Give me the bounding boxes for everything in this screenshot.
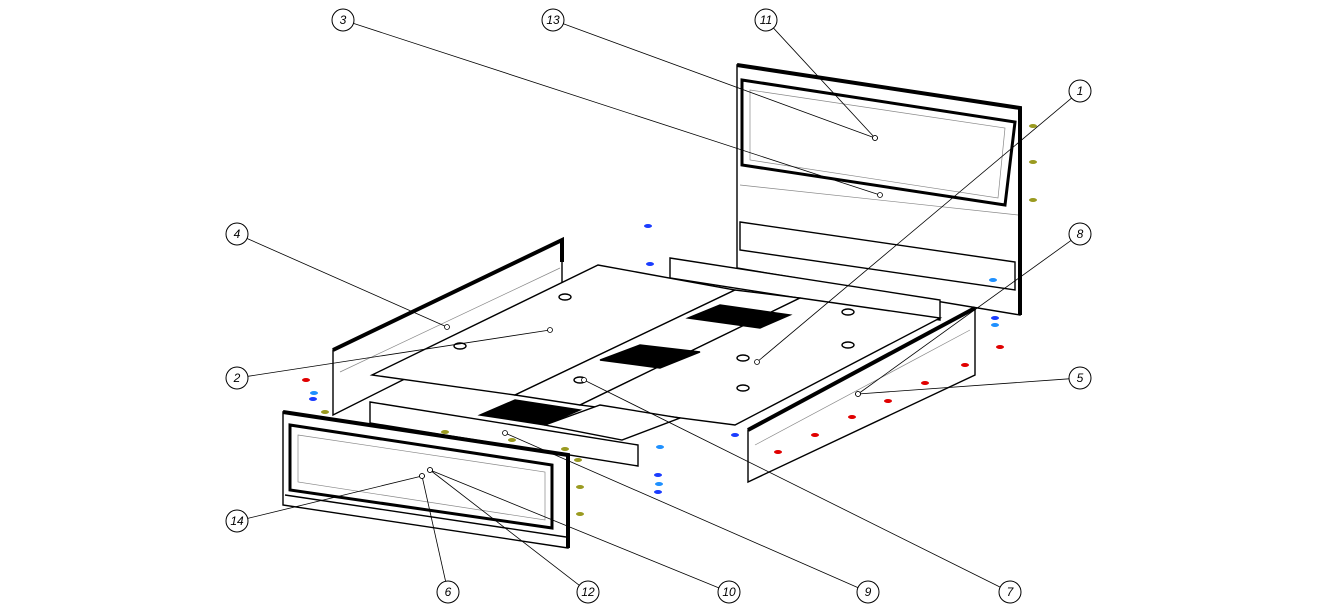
fastener-mark [310,391,318,395]
callout-number: 5 [1077,371,1084,385]
callout-number: 7 [1007,585,1015,599]
fastener-mark [441,430,449,434]
fasteners [302,124,1037,516]
fastener-mark [996,345,1004,349]
leader-tip [444,324,450,330]
footboard [282,410,570,549]
fastener-mark [576,512,584,516]
fastener-mark [654,490,662,494]
callout-bubble [1068,222,1092,246]
fastener-mark [561,447,569,451]
fastener-mark [884,399,892,403]
fastener-mark [811,433,819,437]
leader-line [429,469,580,586]
fastener-mark [989,278,997,282]
leader-line [756,97,1072,363]
leader-line [421,475,446,582]
leader-line [857,240,1072,395]
leader-line [773,27,876,139]
leader-tip [502,430,508,436]
callout-number: 1 [1077,84,1084,98]
callout-number: 6 [445,585,452,599]
callout-number: 9 [865,585,872,599]
leader-line [583,379,1001,588]
callout-bubble [331,8,355,32]
fastener-mark [991,316,999,320]
fastener-mark [508,438,516,442]
leader-tip [877,192,883,198]
callout-bubble [225,509,249,533]
callout-bubble [754,8,778,32]
fastener-mark [309,397,317,401]
fastener-mark [302,378,310,382]
callout-bubble [856,580,880,604]
callout-bubble [436,580,460,604]
fastener-mark [574,458,582,462]
fastener-mark [1029,160,1037,164]
leader-tip [754,359,760,365]
fastener-mark [1029,198,1037,202]
callout-number: 8 [1077,227,1084,241]
rear-rail [669,257,941,321]
fastener-mark [921,381,929,385]
leader-line [247,475,423,519]
leader-line [246,238,448,328]
leader-tip [855,391,861,397]
fastener-mark [848,415,856,419]
callout-number: 11 [760,13,772,27]
leader-line [429,469,719,589]
fastener-mark [644,224,652,228]
callout-bubble [576,580,600,604]
fastener-mark [646,262,654,266]
leader-tip [581,377,587,383]
callout-number: 12 [581,585,595,599]
callout-bubble [717,580,741,604]
callout-number: 13 [546,13,560,27]
callout-bubble [541,8,565,32]
fastener-mark [961,363,969,367]
leader-line [353,23,881,196]
fastener-mark [731,433,739,437]
callout-number: 3 [340,13,347,27]
callout-bubble [998,580,1022,604]
fastener-mark [321,410,329,414]
headboard [736,63,1022,316]
right-side-rail [747,306,976,484]
base-panels [369,264,943,441]
leader-line [504,432,859,588]
callout-bubble [225,222,249,246]
leader-tip [427,467,433,473]
callout-number: 14 [230,514,244,528]
fastener-mark [991,323,999,327]
callout-bubble [1068,366,1092,390]
callout-bubble [1068,79,1092,103]
fastener-mark [576,485,584,489]
leader-tip [547,327,553,333]
fastener-mark [656,445,664,449]
callout-number: 2 [233,371,241,385]
callout-number: 4 [234,227,241,241]
leader-line [247,329,551,377]
leader-line [563,23,876,139]
fastener-mark [654,473,662,477]
leader-tip [872,135,878,141]
fastener-mark [1029,124,1037,128]
leader-tip [419,473,425,479]
fastener-mark [655,482,663,486]
callout-number: 10 [722,585,736,599]
callout-bubble [225,366,249,390]
fastener-mark [774,450,782,454]
leader-line [857,378,1070,395]
